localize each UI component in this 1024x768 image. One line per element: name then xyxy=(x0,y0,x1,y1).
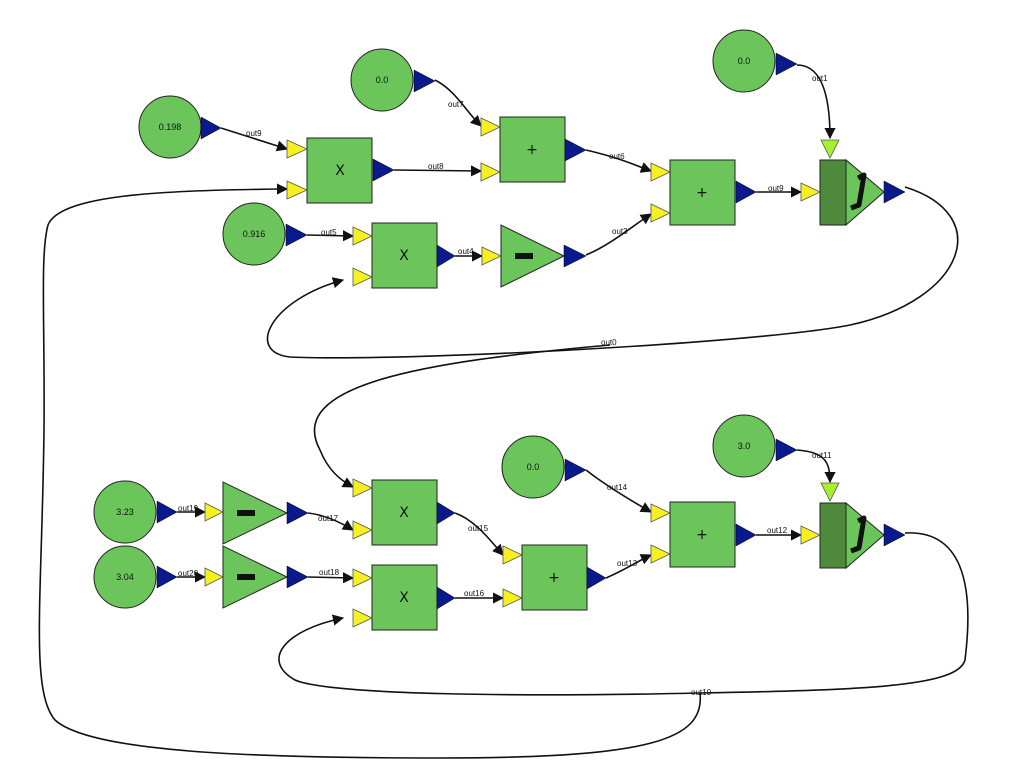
label-out16: out16 xyxy=(464,589,485,598)
wire-out14[interactable] xyxy=(585,469,652,513)
add-symbol: + xyxy=(696,527,708,543)
add-block-1[interactable]: + xyxy=(480,116,587,183)
integral-icon xyxy=(850,515,867,554)
label-out12: out12 xyxy=(767,526,788,535)
minus-icon xyxy=(237,510,255,516)
constant-value: 0.916 xyxy=(243,229,266,239)
wire-out3[interactable] xyxy=(585,213,652,256)
wire-out1[interactable] xyxy=(796,64,836,140)
label-out18: out18 xyxy=(319,568,340,577)
constant-node-00a[interactable]: 0.0 xyxy=(350,48,436,112)
label-out14: out14 xyxy=(607,483,628,492)
multiply-block-2[interactable]: X xyxy=(352,222,456,289)
wire-labels: out9 out7 out8 out6 out3 out5 out4 out9 … xyxy=(178,74,832,697)
constant-node-00b[interactable]: 0.0 xyxy=(712,29,798,93)
constant-node-304[interactable]: 3.04 xyxy=(93,545,178,609)
label-out10: out10 xyxy=(691,688,712,697)
minus-icon xyxy=(237,574,255,580)
constant-value: 0.198 xyxy=(159,122,182,132)
label-out20: out20 xyxy=(178,569,199,578)
label-out17: out17 xyxy=(318,514,339,523)
wires xyxy=(38,64,969,759)
wire-out18[interactable] xyxy=(307,572,355,584)
add-block-3[interactable]: + xyxy=(650,501,757,568)
label-out8: out8 xyxy=(428,162,444,171)
constant-value: 0.0 xyxy=(738,56,751,66)
add-symbol: + xyxy=(526,142,538,158)
multiply-block-1[interactable]: X xyxy=(286,137,395,204)
add-block-4[interactable]: + xyxy=(502,544,607,611)
label-out3: out3 xyxy=(612,227,628,236)
negate-block-1[interactable] xyxy=(481,224,587,288)
negate-block-2[interactable] xyxy=(204,481,309,545)
constant-node-0198[interactable]: 0.198 xyxy=(138,95,222,159)
integrator-block-1[interactable] xyxy=(800,139,906,227)
add-symbol: + xyxy=(548,570,560,586)
constant-nodes: 0.198 0.0 0.0 0.916 3.23 3.04 xyxy=(93,29,798,609)
label-out15: out15 xyxy=(468,524,489,533)
constant-value: 3.23 xyxy=(116,507,134,517)
constant-value: 3.04 xyxy=(116,572,134,582)
multiply-block-4[interactable]: X xyxy=(352,564,456,631)
label-out0: out0 xyxy=(601,338,617,347)
label-out11: out11 xyxy=(812,451,832,460)
multiply-blocks: X X X X xyxy=(286,137,456,631)
multiply-symbol: X xyxy=(399,505,409,521)
minus-icon xyxy=(515,253,533,259)
label-out19: out19 xyxy=(178,504,199,513)
label-out7: out7 xyxy=(448,100,464,109)
constant-node-00c[interactable]: 0.0 xyxy=(501,435,587,499)
multiply-symbol: X xyxy=(335,163,345,179)
label-out4: out4 xyxy=(458,247,474,256)
wire-out5[interactable] xyxy=(306,230,355,242)
wire-out6[interactable] xyxy=(585,149,653,173)
integral-icon xyxy=(850,172,867,211)
integrator-block-2[interactable] xyxy=(800,482,906,570)
label-out5: out5 xyxy=(321,228,337,237)
wire-out10[interactable] xyxy=(278,532,969,696)
label-out9a: out9 xyxy=(246,129,262,138)
label-out1: out1 xyxy=(812,74,828,83)
label-out9b: out9 xyxy=(768,184,784,193)
wire-out15[interactable] xyxy=(454,512,504,556)
negate-blocks xyxy=(204,224,587,609)
add-symbol: + xyxy=(696,185,708,201)
wire-out13[interactable] xyxy=(605,554,653,579)
wire-out8[interactable] xyxy=(393,165,483,177)
wire-out0[interactable] xyxy=(266,186,959,359)
multiply-block-3[interactable]: X xyxy=(352,478,456,546)
wire-out11[interactable] xyxy=(796,449,836,484)
wire-out0-branch[interactable] xyxy=(313,344,611,488)
constant-value: 0.0 xyxy=(376,75,389,85)
constant-node-323[interactable]: 3.23 xyxy=(93,480,178,544)
negate-block-3[interactable] xyxy=(204,545,309,609)
constant-value: 3.0 xyxy=(738,441,751,451)
label-out13: out13 xyxy=(617,559,638,568)
add-blocks: + + + + xyxy=(480,116,757,611)
wire-out7[interactable] xyxy=(434,79,482,127)
label-out6: out6 xyxy=(609,152,625,161)
constant-value: 0.0 xyxy=(527,462,540,472)
constant-node-30[interactable]: 3.0 xyxy=(712,414,798,478)
add-block-2[interactable]: + xyxy=(650,159,757,226)
integrator-blocks xyxy=(800,139,906,570)
constant-node-0916[interactable]: 0.916 xyxy=(222,202,308,266)
multiply-symbol: X xyxy=(399,248,409,264)
multiply-symbol: X xyxy=(399,590,409,606)
wire-out9a[interactable] xyxy=(220,127,289,152)
wire-long-feedback[interactable] xyxy=(38,183,702,759)
wire-out17[interactable] xyxy=(307,512,354,531)
